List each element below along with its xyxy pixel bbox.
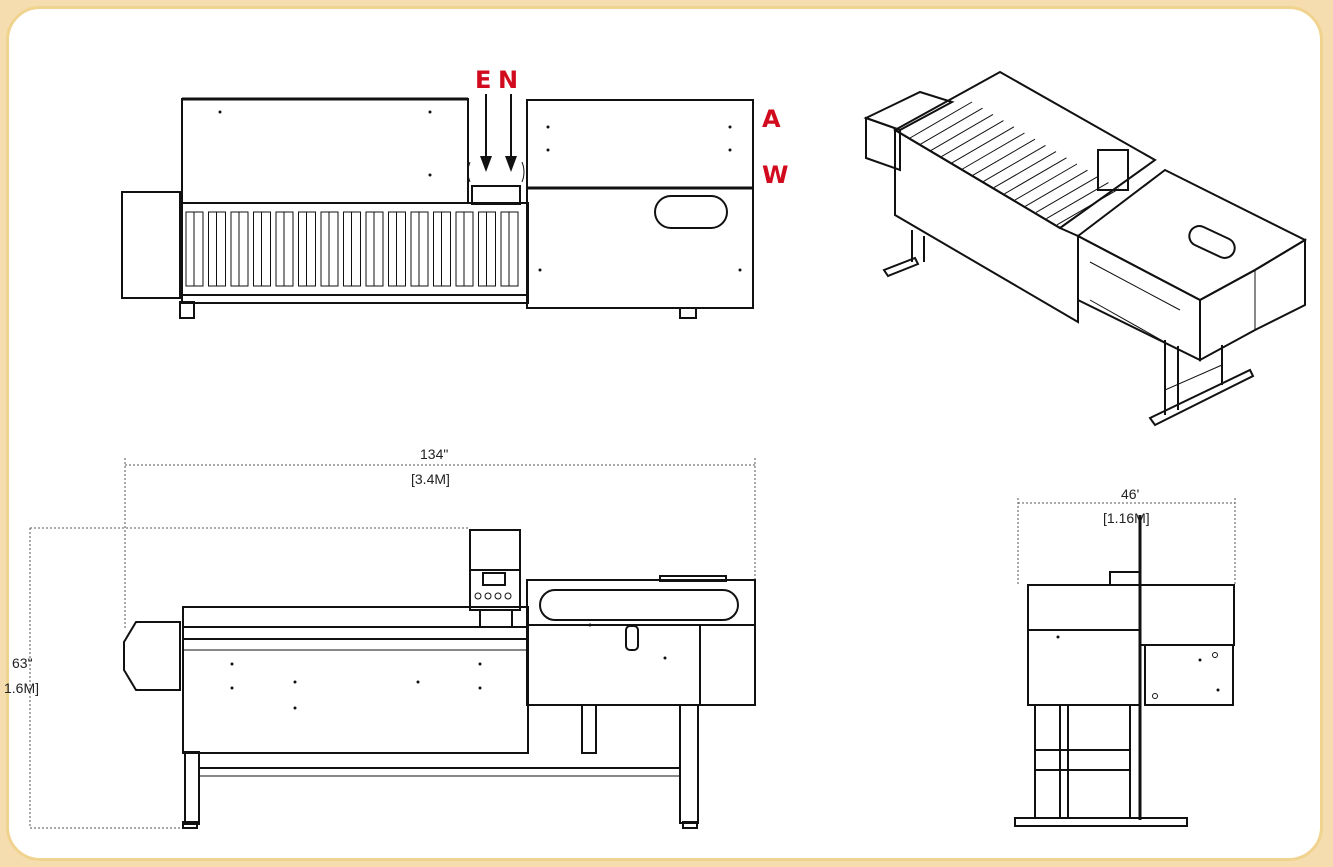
- dim-height-m: 1.6M]: [4, 680, 39, 696]
- iso-slat: [1025, 169, 1088, 207]
- iso-slats: [909, 101, 1120, 226]
- iso-slat: [1014, 163, 1078, 201]
- top-view-upper-box: [526, 99, 754, 189]
- cassette-slots: [185, 211, 519, 287]
- dim-width-in: 46': [1121, 486, 1139, 502]
- top-view-motor: [121, 191, 181, 299]
- top-view-handle: [654, 195, 728, 229]
- side-view: 46' [1.16M]: [1014, 486, 1236, 827]
- dim-length-in: 134": [420, 446, 448, 462]
- iso-slat: [909, 101, 973, 139]
- iso-slat: [983, 144, 1046, 182]
- dim-width-m: [1.16M]: [1103, 510, 1150, 526]
- iso-slat: [1035, 175, 1099, 213]
- label-n: N: [498, 66, 518, 94]
- side-view-body: [1027, 584, 1141, 706]
- technical-drawing: E N A W 134" [3.4M]: [4, 66, 1308, 829]
- top-view-cassette-rack: [181, 202, 529, 296]
- iso-slat: [972, 138, 1036, 176]
- front-view-handle: [539, 589, 739, 621]
- iso-slat: [993, 151, 1057, 189]
- dim-height-in: 63": [12, 655, 33, 671]
- label-a: A: [762, 105, 781, 133]
- top-view-foot-left: [179, 301, 195, 319]
- front-view-controller: [469, 529, 521, 571]
- label-w: W: [762, 161, 788, 189]
- iso-slat: [920, 107, 983, 145]
- iso-slat: [1004, 157, 1067, 195]
- front-view: 134" [3.4M] 63" 1.6M]: [4, 446, 756, 829]
- iso-display: [1097, 149, 1129, 191]
- dim-length-m: [3.4M]: [411, 471, 450, 487]
- top-view-feeder: [471, 185, 521, 205]
- label-e: E: [475, 66, 491, 94]
- iso-slat: [941, 120, 1004, 158]
- top-view-foot-right: [679, 307, 697, 319]
- iso-slat: [962, 132, 1025, 170]
- front-view-chain: [182, 626, 529, 640]
- front-view-body: [182, 638, 529, 754]
- top-view: [121, 97, 754, 319]
- iso-slat: [1056, 188, 1120, 226]
- top-view-lower-box: [526, 187, 754, 309]
- drawing-frame: E N A W 134" [3.4M]: [4, 6, 1323, 861]
- isometric-view: [863, 70, 1308, 427]
- iso-slat: [930, 113, 994, 151]
- top-view-hood: [181, 98, 469, 204]
- callouts: E N A W: [475, 66, 788, 189]
- front-view-box: [526, 579, 756, 706]
- iso-slat: [951, 126, 1015, 164]
- side-view-base: [1014, 817, 1188, 827]
